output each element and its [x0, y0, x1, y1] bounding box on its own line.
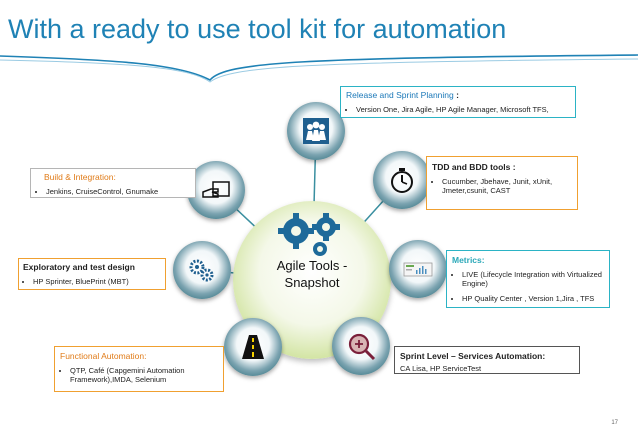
dashboard-icon — [403, 262, 433, 277]
box-functional-automation: Functional Automation: QTP, Café (Capgem… — [54, 346, 224, 392]
box-functional-heading: Functional Automation: — [60, 351, 147, 361]
hub-label-line1: Agile Tools - — [276, 258, 348, 273]
hub-label-line2: Snapshot — [284, 275, 340, 290]
box-exploratory-heading: Exploratory and test design — [23, 262, 135, 272]
box-metrics-heading: Metrics: — [452, 255, 485, 265]
box-release-heading-colon: : — [453, 90, 459, 100]
box-metrics-item: LIVE (Lifecycle Integration with Virtual… — [462, 270, 604, 289]
node-tdd-bdd — [373, 151, 431, 209]
box-exploratory-item: HP Sprinter, BluePrint (MBT) — [33, 277, 161, 286]
hub-label: Agile Tools - Snapshot — [262, 257, 362, 291]
box-build-item: Jenkins, CruiseControl, Gnumake — [46, 187, 190, 196]
page-number: 17 — [611, 420, 618, 426]
magnifier-icon — [348, 333, 376, 361]
box-exploratory: Exploratory and test design HP Sprinter,… — [18, 258, 166, 290]
stopwatch-icon — [391, 168, 413, 193]
node-exploratory — [173, 241, 231, 299]
box-release-heading-text: Release and Sprint Planning — [346, 90, 454, 100]
gear-cluster-icon — [278, 213, 340, 256]
node-metrics — [389, 240, 447, 298]
header-wave-decoration — [0, 54, 638, 83]
box-functional-item: QTP, Café (Capgemini Automation Framewor… — [70, 366, 218, 385]
box-metrics: Metrics: LIVE (Lifecycle Integration wit… — [446, 250, 610, 308]
box-build-integration: Build & Integration: Jenkins, CruiseCont… — [30, 168, 196, 198]
node-release-planning — [287, 102, 345, 160]
node-functional-automation — [224, 318, 282, 376]
box-metrics-item: HP Quality Center , Version 1,Jira , TFS — [462, 294, 604, 303]
hand-document-icon — [202, 181, 230, 198]
box-sprint-heading: Sprint Level – Services Automation: — [400, 351, 546, 361]
node-services-automation — [332, 317, 390, 375]
box-build-heading: Build & Integration: — [44, 172, 116, 182]
box-sprint-body: CA Lisa, HP ServiceTest — [400, 364, 482, 373]
box-tdd-bdd: TDD and BDD tools : Cucumber, Jbehave, J… — [426, 156, 578, 210]
box-services-automation: Sprint Level – Services Automation: CA L… — [394, 346, 580, 374]
box-tdd-item: Cucumber, Jbehave, Junit, xUnit, Jmeter,… — [442, 177, 572, 196]
road-icon — [242, 335, 264, 359]
box-release-item: Version One, Jira Agile, HP Agile Manage… — [356, 105, 570, 114]
people-icon — [303, 118, 329, 144]
gears-icon — [189, 259, 214, 282]
box-release-planning: Release and Sprint Planning : Version On… — [340, 86, 576, 118]
slide-title: With a ready to use tool kit for automat… — [8, 14, 507, 44]
node-build-integration — [187, 161, 245, 219]
box-tdd-heading: TDD and BDD tools : — [432, 162, 516, 172]
box-release-heading: Release and Sprint Planning : — [346, 90, 570, 100]
